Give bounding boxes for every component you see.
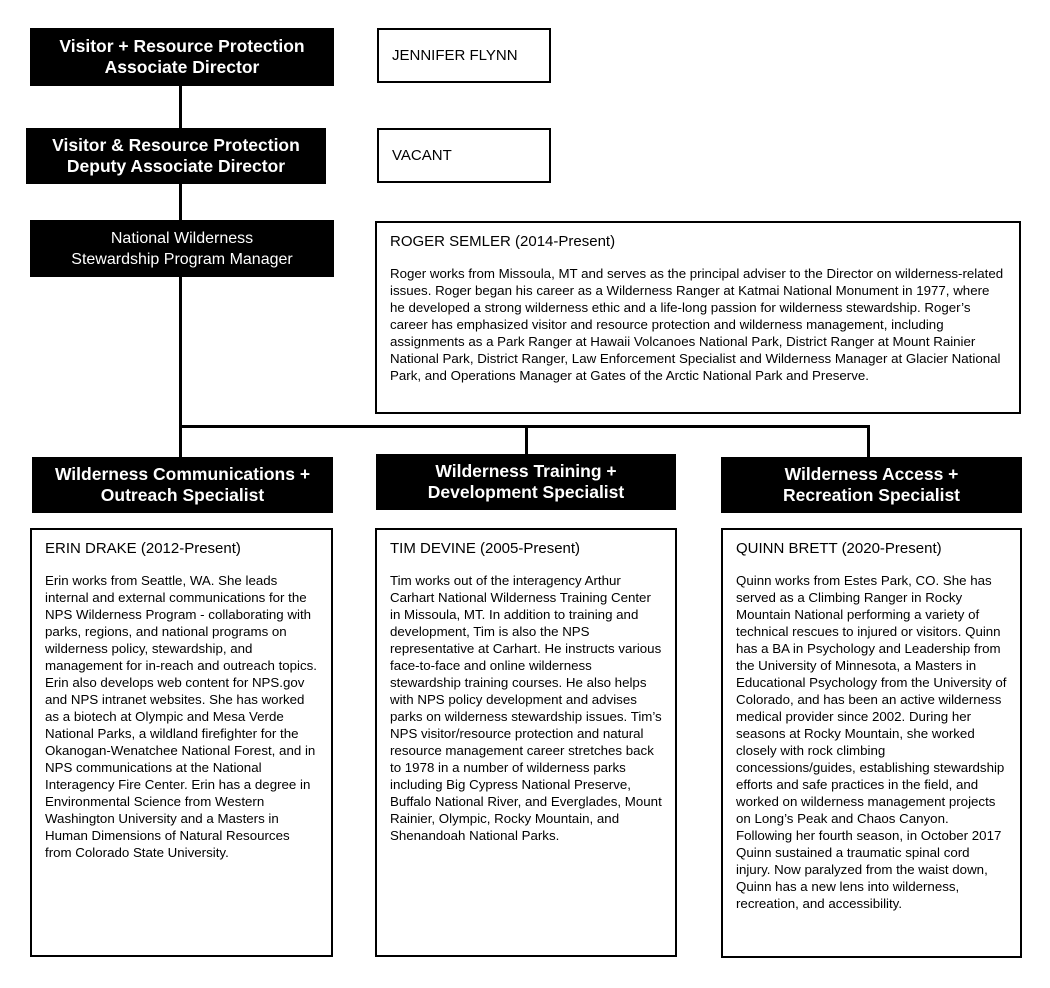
training-bio-box: TIM DEVINE (2005-Present) Tim works out … <box>375 528 677 957</box>
associate-director-title-line1: Visitor + Resource Protection <box>59 36 305 56</box>
training-title-line2: Development Specialist <box>427 482 625 502</box>
training-bio: Tim works out of the interagency Arthur … <box>390 573 662 843</box>
deputy-name-box: VACANT <box>377 128 551 183</box>
associate-director-name: JENNIFER FLYNN <box>392 47 518 64</box>
manager-title-line1: National Wilderness <box>110 229 254 247</box>
access-bio: Quinn works from Estes Park, CO. She has… <box>736 573 1007 911</box>
manager-name: ROGER SEMLER (2014-Present) <box>390 233 616 250</box>
access-title-line2: Recreation Specialist <box>782 485 961 505</box>
access-bio-box: QUINN BRETT (2020-Present) Quinn works f… <box>721 528 1022 958</box>
connector-manager-trunk <box>179 277 182 428</box>
manager-title-box: National Wilderness Stewardship Program … <box>30 220 334 277</box>
deputy-name: VACANT <box>392 147 452 164</box>
access-title-line1: Wilderness Access + <box>784 464 959 484</box>
communications-bio: Erin works from Seattle, WA. She leads i… <box>45 573 318 860</box>
communications-specialist-title-box: Wilderness Communications + Outreach Spe… <box>32 457 333 513</box>
training-specialist-title-box: Wilderness Training + Development Specia… <box>376 454 676 510</box>
associate-director-name-box: JENNIFER FLYNN <box>377 28 551 83</box>
associate-director-title-line2: Associate Director <box>104 57 260 77</box>
access-specialist-title-box: Wilderness Access + Recreation Specialis… <box>721 457 1022 513</box>
manager-bio: Roger works from Missoula, MT and serves… <box>390 266 1004 383</box>
access-name: QUINN BRETT (2020-Present) <box>736 540 942 557</box>
connector-ad-to-deputy <box>179 86 182 128</box>
deputy-title-box: Visitor & Resource Protection Deputy Ass… <box>26 128 326 184</box>
communications-title-line2: Outreach Specialist <box>100 485 265 505</box>
training-name: TIM DEVINE (2005-Present) <box>390 540 581 557</box>
manager-bio-box: ROGER SEMLER (2014-Present) Roger works … <box>375 221 1021 414</box>
connector-to-communications <box>179 425 182 457</box>
associate-director-title-box: Visitor + Resource Protection Associate … <box>30 28 334 86</box>
manager-title-line2: Stewardship Program Manager <box>71 250 293 268</box>
connector-to-access <box>867 425 870 457</box>
communications-bio-box: ERIN DRAKE (2012-Present) Erin works fro… <box>30 528 333 957</box>
deputy-title-line2: Deputy Associate Director <box>66 156 286 176</box>
connector-deputy-to-manager <box>179 184 182 220</box>
training-title-line1: Wilderness Training + <box>435 461 617 481</box>
communications-name: ERIN DRAKE (2012-Present) <box>45 540 241 557</box>
connector-to-training <box>525 425 528 454</box>
connector-horizontal-bar <box>179 425 870 428</box>
deputy-title-line1: Visitor & Resource Protection <box>52 135 300 155</box>
communications-title-line1: Wilderness Communications + <box>54 464 311 484</box>
